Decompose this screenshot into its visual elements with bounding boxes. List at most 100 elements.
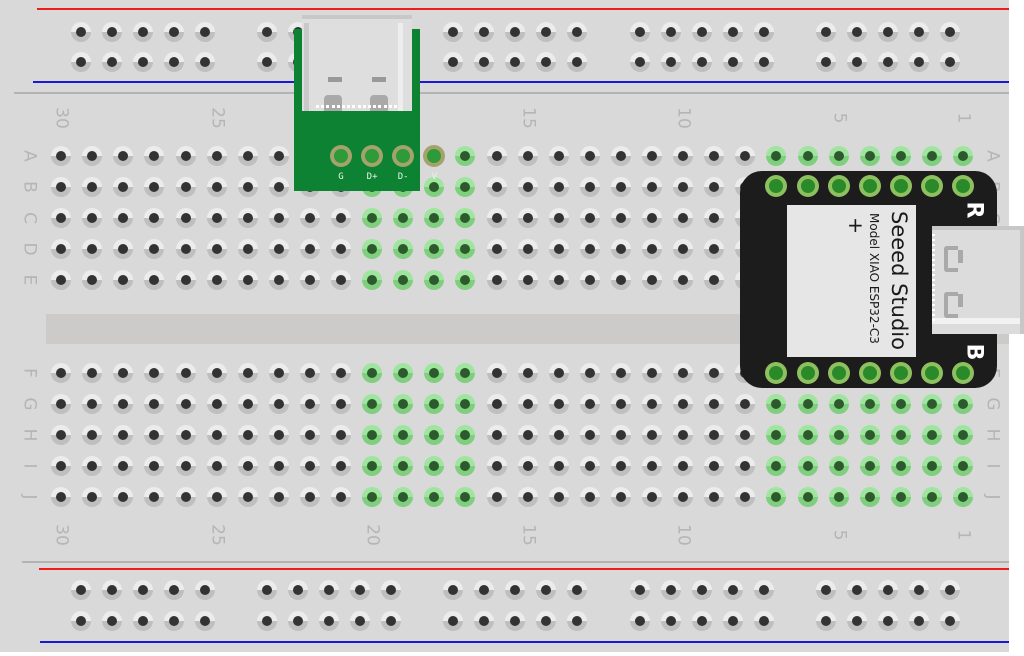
- hole-I15[interactable]: [517, 456, 538, 476]
- top-positive-rail-hole[interactable]: [195, 22, 216, 42]
- bottom-positive-rail-hole[interactable]: [381, 580, 402, 600]
- hole-E28[interactable]: [113, 270, 134, 290]
- hole-H6[interactable]: [797, 425, 818, 445]
- hole-A6[interactable]: [797, 146, 818, 166]
- hole-B30[interactable]: [51, 177, 72, 197]
- hole-E14[interactable]: [548, 270, 569, 290]
- bottom-negative-rail-hole[interactable]: [661, 611, 682, 631]
- bottom-negative-rail-hole[interactable]: [940, 611, 961, 631]
- hole-C12[interactable]: [610, 208, 631, 228]
- hole-E20[interactable]: [362, 270, 383, 290]
- hole-F17[interactable]: [455, 363, 476, 383]
- hole-H28[interactable]: [113, 425, 134, 445]
- bottom-negative-rail-hole[interactable]: [692, 611, 713, 631]
- hole-J4[interactable]: [859, 487, 880, 507]
- hole-I24[interactable]: [237, 456, 258, 476]
- top-positive-rail-hole[interactable]: [102, 22, 123, 42]
- top-positive-rail-hole[interactable]: [723, 22, 744, 42]
- hole-E21[interactable]: [331, 270, 351, 290]
- hole-F25[interactable]: [206, 363, 227, 383]
- top-negative-rail-hole[interactable]: [257, 52, 277, 72]
- hole-G14[interactable]: [548, 394, 569, 414]
- hole-F9[interactable]: [704, 363, 725, 383]
- hole-F20[interactable]: [362, 363, 383, 383]
- hole-F23[interactable]: [268, 363, 289, 383]
- bottom-positive-rail-hole[interactable]: [350, 580, 371, 600]
- hole-I9[interactable]: [704, 456, 725, 476]
- hole-F19[interactable]: [393, 363, 414, 383]
- hole-C17[interactable]: [455, 208, 476, 228]
- hole-F22[interactable]: [299, 363, 320, 383]
- hole-A8[interactable]: [735, 146, 756, 166]
- top-positive-rail-hole[interactable]: [878, 22, 899, 42]
- hole-H25[interactable]: [206, 425, 227, 445]
- top-positive-rail-hole[interactable]: [816, 22, 836, 42]
- hole-J3[interactable]: [890, 487, 911, 507]
- hole-G20[interactable]: [362, 394, 383, 414]
- hole-G24[interactable]: [237, 394, 258, 414]
- hole-H1[interactable]: [953, 425, 973, 445]
- hole-D22[interactable]: [299, 239, 320, 259]
- hole-F27[interactable]: [144, 363, 165, 383]
- hole-F30[interactable]: [51, 363, 72, 383]
- hole-I11[interactable]: [642, 456, 662, 476]
- hole-A17[interactable]: [455, 146, 476, 166]
- hole-C16[interactable]: [486, 208, 507, 228]
- bottom-positive-rail-hole[interactable]: [847, 580, 868, 600]
- hole-B23[interactable]: [268, 177, 289, 197]
- bottom-positive-rail-hole[interactable]: [692, 580, 713, 600]
- top-negative-rail-hole[interactable]: [443, 52, 463, 72]
- hole-H24[interactable]: [237, 425, 258, 445]
- hole-G1[interactable]: [953, 394, 973, 414]
- bottom-negative-rail-hole[interactable]: [71, 611, 91, 631]
- bottom-positive-rail-hole[interactable]: [816, 580, 836, 600]
- bottom-positive-rail-hole[interactable]: [878, 580, 899, 600]
- hole-B28[interactable]: [113, 177, 134, 197]
- bottom-negative-rail-hole[interactable]: [102, 611, 123, 631]
- top-negative-rail-hole[interactable]: [505, 52, 526, 72]
- hole-D21[interactable]: [331, 239, 351, 259]
- hole-E17[interactable]: [455, 270, 476, 290]
- hole-J15[interactable]: [517, 487, 538, 507]
- hole-D28[interactable]: [113, 239, 134, 259]
- hole-E11[interactable]: [642, 270, 662, 290]
- hole-G15[interactable]: [517, 394, 538, 414]
- hole-E9[interactable]: [704, 270, 725, 290]
- top-negative-rail-hole[interactable]: [940, 52, 961, 72]
- top-negative-rail-hole[interactable]: [536, 52, 557, 72]
- hole-C23[interactable]: [268, 208, 289, 228]
- top-negative-rail-hole[interactable]: [723, 52, 744, 72]
- hole-C28[interactable]: [113, 208, 134, 228]
- bottom-positive-rail-hole[interactable]: [505, 580, 526, 600]
- bottom-positive-rail-hole[interactable]: [257, 580, 277, 600]
- hole-J9[interactable]: [704, 487, 725, 507]
- hole-J7[interactable]: [766, 487, 787, 507]
- hole-J20[interactable]: [362, 487, 383, 507]
- hole-J12[interactable]: [610, 487, 631, 507]
- hole-I19[interactable]: [393, 456, 414, 476]
- hole-D25[interactable]: [206, 239, 227, 259]
- bottom-positive-rail-hole[interactable]: [164, 580, 185, 600]
- top-negative-rail-hole[interactable]: [195, 52, 216, 72]
- hole-C13[interactable]: [579, 208, 600, 228]
- top-negative-rail-hole[interactable]: [630, 52, 650, 72]
- hole-E30[interactable]: [51, 270, 72, 290]
- hole-G22[interactable]: [299, 394, 320, 414]
- hole-G30[interactable]: [51, 394, 72, 414]
- hole-B24[interactable]: [237, 177, 258, 197]
- hole-A4[interactable]: [859, 146, 880, 166]
- hole-I26[interactable]: [175, 456, 196, 476]
- hole-I12[interactable]: [610, 456, 631, 476]
- hole-F12[interactable]: [610, 363, 631, 383]
- hole-E15[interactable]: [517, 270, 538, 290]
- top-positive-rail-hole[interactable]: [661, 22, 682, 42]
- bottom-negative-rail-hole[interactable]: [288, 611, 309, 631]
- hole-F15[interactable]: [517, 363, 538, 383]
- hole-A27[interactable]: [144, 146, 165, 166]
- hole-B9[interactable]: [704, 177, 725, 197]
- hole-A2[interactable]: [921, 146, 942, 166]
- hole-J8[interactable]: [735, 487, 756, 507]
- bottom-negative-rail-hole[interactable]: [847, 611, 868, 631]
- hole-C14[interactable]: [548, 208, 569, 228]
- top-positive-rail-hole[interactable]: [474, 22, 495, 42]
